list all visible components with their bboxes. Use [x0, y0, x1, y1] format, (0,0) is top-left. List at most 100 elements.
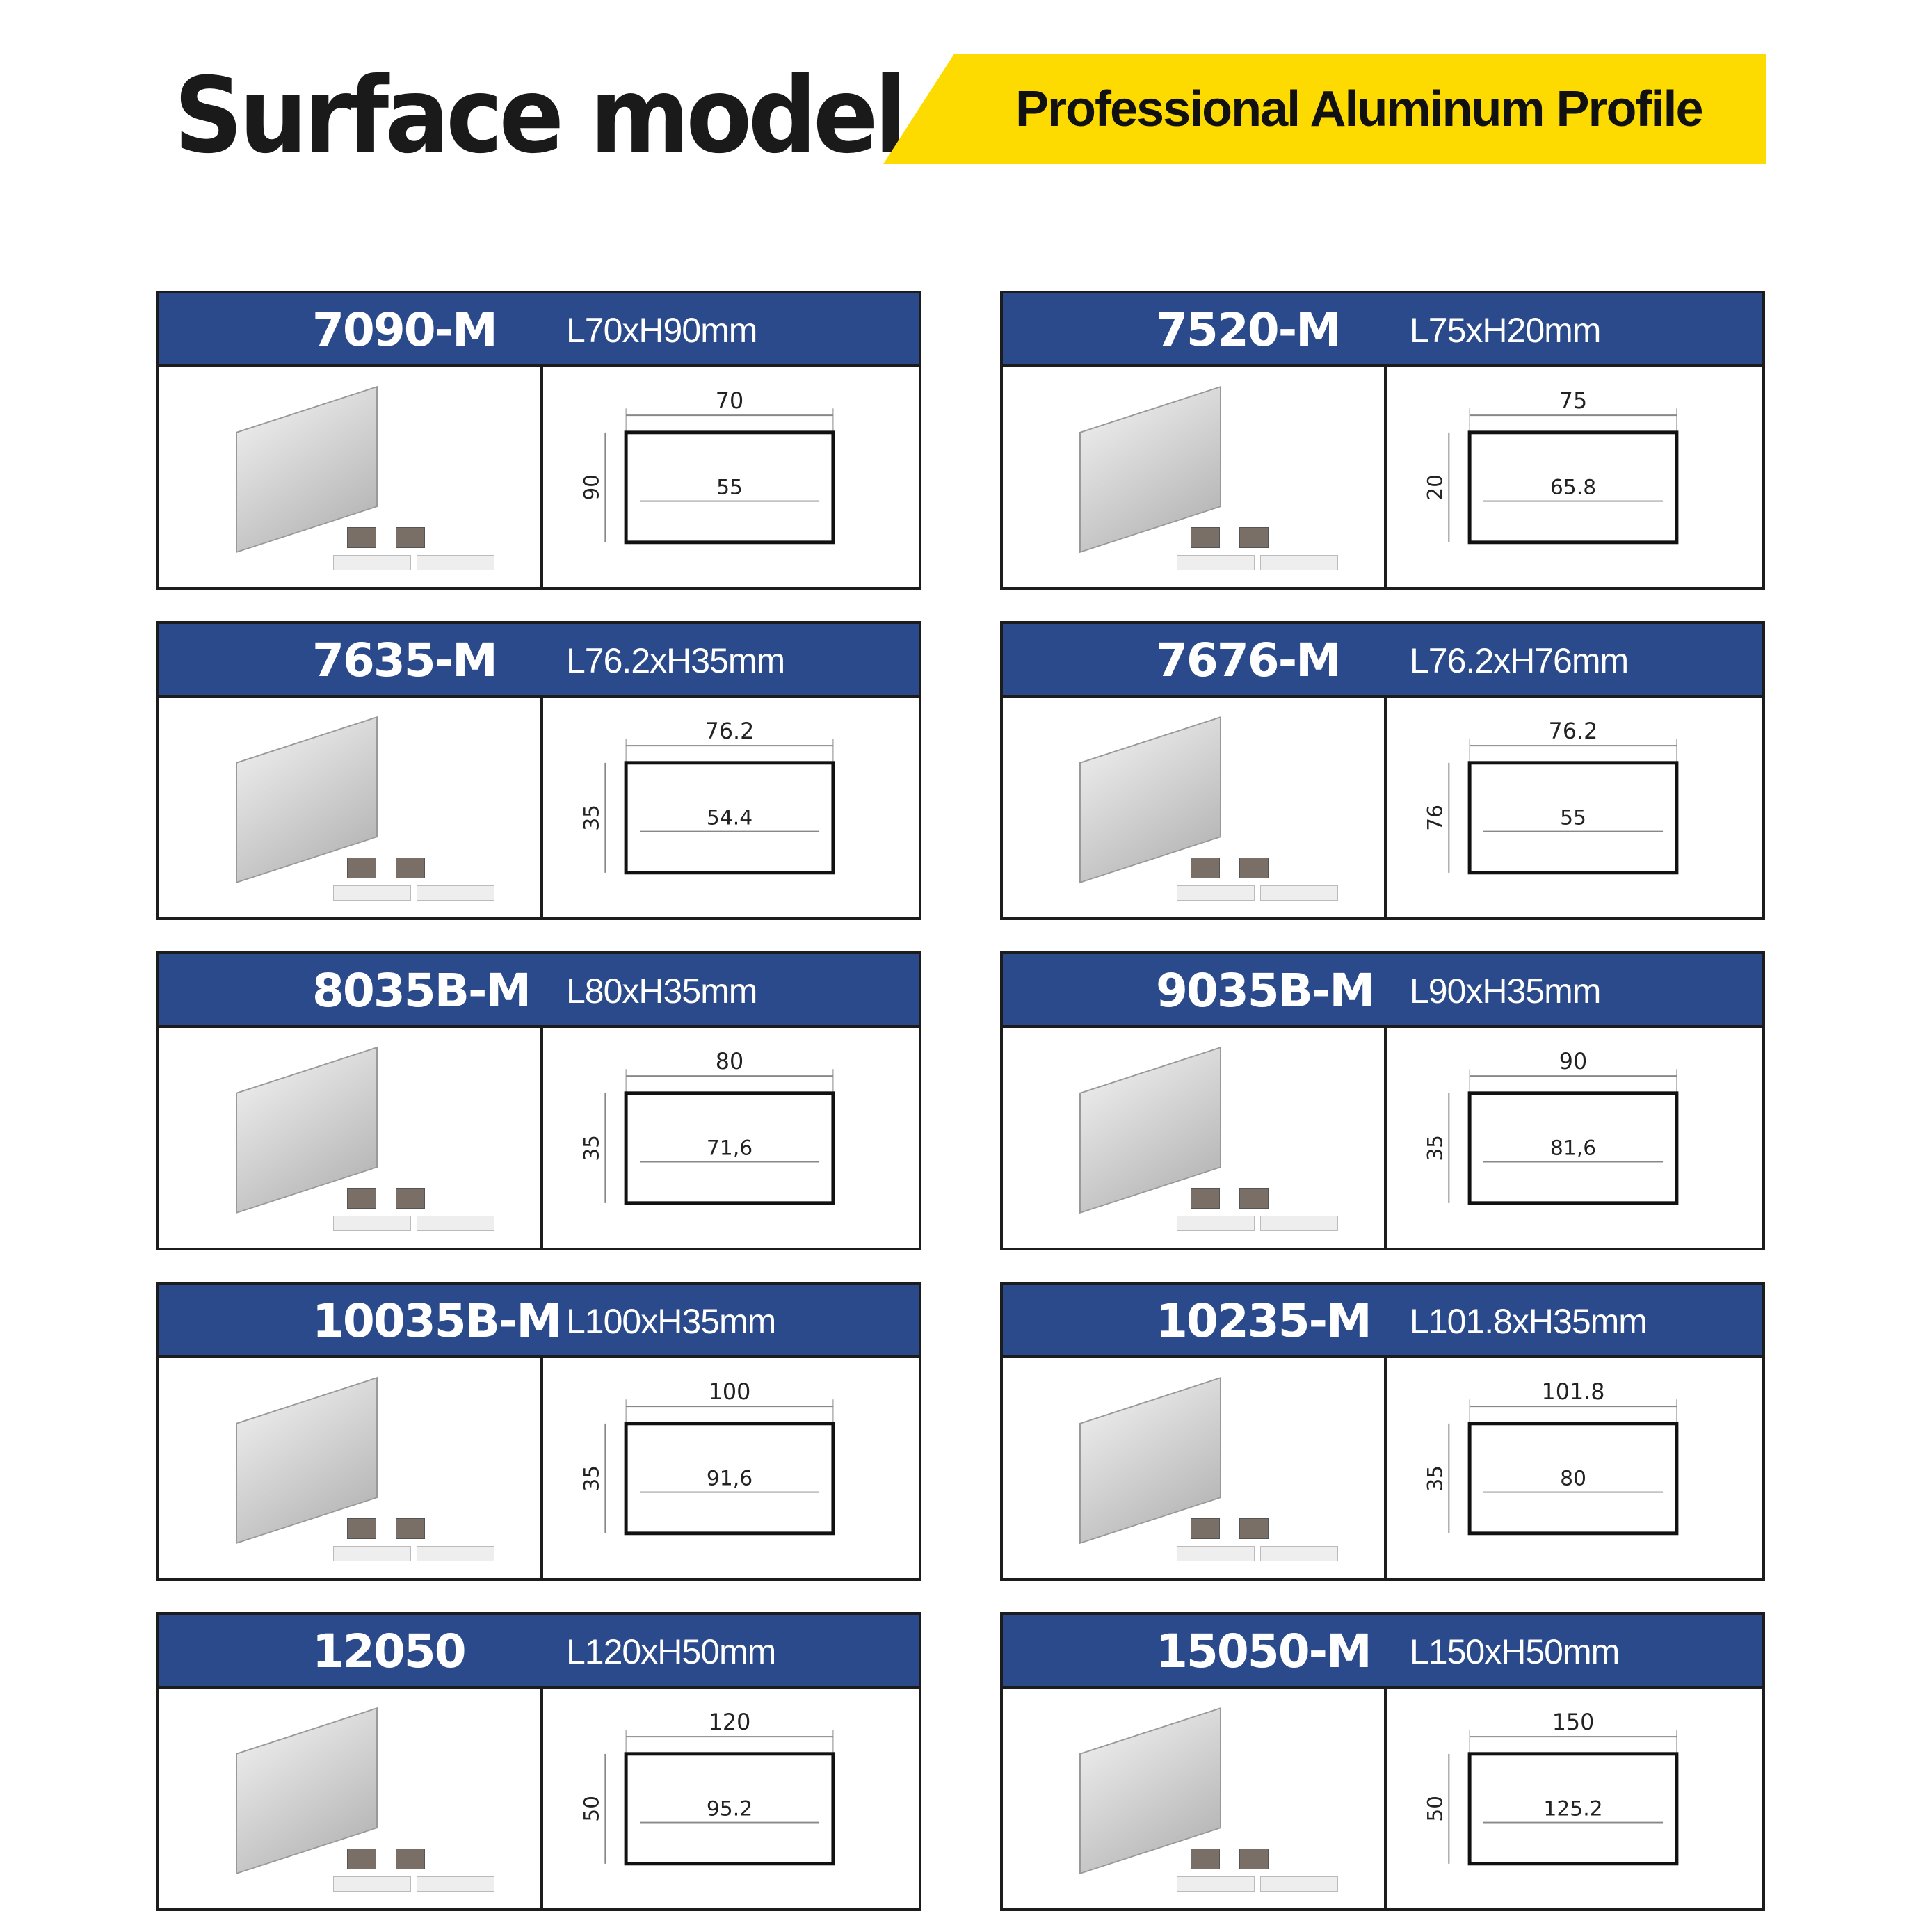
model-number: 10035B-M — [312, 1294, 562, 1348]
cross-section-drawing: 76.2 55 76 — [1387, 698, 1762, 917]
cross-section-drawing: 75 65.8 20 — [1387, 367, 1762, 587]
bracket-image — [1191, 527, 1220, 548]
model-number: 7520-M — [1156, 303, 1342, 357]
model-number: 7676-M — [1156, 634, 1342, 687]
card-header: 7676-M L76.2xH76mm — [1003, 624, 1762, 698]
svg-text:150: 150 — [1552, 1710, 1595, 1735]
bracket-image — [396, 1188, 425, 1209]
model-dimensions: L100xH35mm — [566, 1302, 776, 1341]
bracket-image — [347, 858, 376, 878]
bracket-image — [396, 1518, 425, 1539]
bracket-image — [1191, 1188, 1220, 1209]
card-header: 9035B-M L90xH35mm — [1003, 954, 1762, 1028]
end-cap-image — [1177, 555, 1255, 570]
svg-text:70: 70 — [716, 389, 743, 414]
product-photo — [159, 698, 543, 917]
svg-text:100: 100 — [709, 1380, 751, 1405]
bracket-image — [1191, 858, 1220, 878]
model-dimensions: L90xH35mm — [1410, 972, 1601, 1011]
card-header: 12050 L120xH50mm — [159, 1615, 919, 1689]
model-dimensions: L70xH90mm — [566, 311, 757, 350]
svg-text:95.2: 95.2 — [707, 1797, 752, 1821]
product-card: 7676-M L76.2xH76mm 76.2 — [1000, 621, 1765, 920]
model-number: 7635-M — [312, 634, 498, 687]
product-photo — [1003, 367, 1387, 587]
cross-section-drawing: 70 55 90 — [543, 367, 919, 587]
svg-text:80: 80 — [716, 1049, 743, 1074]
svg-text:35: 35 — [1423, 1465, 1447, 1492]
bracket-image — [396, 1849, 425, 1869]
bracket-image — [1191, 1518, 1220, 1539]
bracket-image — [1239, 527, 1269, 548]
svg-text:90: 90 — [579, 474, 604, 501]
end-cap-image — [1177, 1876, 1255, 1892]
svg-text:50: 50 — [579, 1796, 604, 1822]
bracket-image — [347, 1849, 376, 1869]
end-cap-image — [333, 1876, 411, 1892]
svg-text:35: 35 — [579, 805, 604, 831]
cross-section-drawing: 76.2 54.4 35 — [543, 698, 919, 917]
cross-section-drawing: 100 91,6 35 — [543, 1358, 919, 1578]
product-photo — [159, 1689, 543, 1908]
model-number: 8035B-M — [312, 964, 531, 1017]
cross-section-drawing: 90 81,6 35 — [1387, 1028, 1762, 1248]
end-cap-image — [417, 1546, 494, 1561]
svg-text:35: 35 — [579, 1135, 604, 1161]
product-card: 7520-M L75xH20mm 75 65. — [1000, 291, 1765, 590]
product-photo — [1003, 698, 1387, 917]
product-photo — [159, 1028, 543, 1248]
product-card: 8035B-M L80xH35mm 80 71 — [156, 951, 921, 1250]
svg-text:71,6: 71,6 — [707, 1136, 752, 1161]
svg-text:125.2: 125.2 — [1543, 1797, 1602, 1821]
end-cap-image — [1177, 1216, 1255, 1231]
product-card: 10235-M L101.8xH35mm 101.8 — [1000, 1282, 1765, 1581]
bracket-image — [1239, 1849, 1269, 1869]
card-header: 10035B-M L100xH35mm — [159, 1285, 919, 1358]
model-number: 9035B-M — [1156, 964, 1375, 1017]
bracket-image — [396, 527, 425, 548]
end-cap-image — [1260, 555, 1338, 570]
model-dimensions: L150xH50mm — [1410, 1632, 1620, 1671]
product-photo — [1003, 1689, 1387, 1908]
end-cap-image — [1177, 1546, 1255, 1561]
product-photo — [159, 1358, 543, 1578]
bracket-image — [347, 1518, 376, 1539]
bracket-image — [1239, 1518, 1269, 1539]
card-header: 8035B-M L80xH35mm — [159, 954, 919, 1028]
model-dimensions: L120xH50mm — [566, 1632, 776, 1671]
svg-text:54.4: 54.4 — [707, 806, 752, 830]
model-dimensions: L76.2xH76mm — [1410, 641, 1629, 680]
card-header: 10235-M L101.8xH35mm — [1003, 1285, 1762, 1358]
svg-text:35: 35 — [579, 1465, 604, 1492]
end-cap-image — [333, 1216, 411, 1231]
product-card: 10035B-M L100xH35mm 100 — [156, 1282, 921, 1581]
svg-text:65.8: 65.8 — [1550, 476, 1596, 500]
end-cap-image — [417, 1216, 494, 1231]
end-cap-image — [1177, 885, 1255, 901]
cross-section-drawing: 101.8 80 35 — [1387, 1358, 1762, 1578]
svg-text:76.2: 76.2 — [705, 719, 755, 744]
banner: Professional Aluminum Profile — [883, 54, 1766, 164]
end-cap-image — [1260, 1546, 1338, 1561]
bracket-image — [1239, 858, 1269, 878]
model-number: 7090-M — [312, 303, 498, 357]
product-photo — [1003, 1028, 1387, 1248]
svg-text:55: 55 — [1560, 806, 1586, 830]
end-cap-image — [417, 885, 494, 901]
end-cap-image — [1260, 1216, 1338, 1231]
model-dimensions: L75xH20mm — [1410, 311, 1601, 350]
end-cap-image — [333, 555, 411, 570]
product-card: 12050 L120xH50mm 120 95 — [156, 1612, 921, 1911]
svg-text:120: 120 — [709, 1710, 751, 1735]
product-photo — [159, 367, 543, 587]
card-header: 15050-M L150xH50mm — [1003, 1615, 1762, 1689]
banner-text: Professional Aluminum Profile — [1015, 81, 1704, 137]
model-dimensions: L80xH35mm — [566, 972, 757, 1011]
product-card: 9035B-M L90xH35mm 90 81 — [1000, 951, 1765, 1250]
svg-text:55: 55 — [716, 476, 743, 500]
bracket-image — [1239, 1188, 1269, 1209]
svg-text:76.2: 76.2 — [1549, 719, 1598, 744]
cross-section-drawing: 80 71,6 35 — [543, 1028, 919, 1248]
svg-text:75: 75 — [1559, 389, 1587, 414]
end-cap-image — [333, 1546, 411, 1561]
